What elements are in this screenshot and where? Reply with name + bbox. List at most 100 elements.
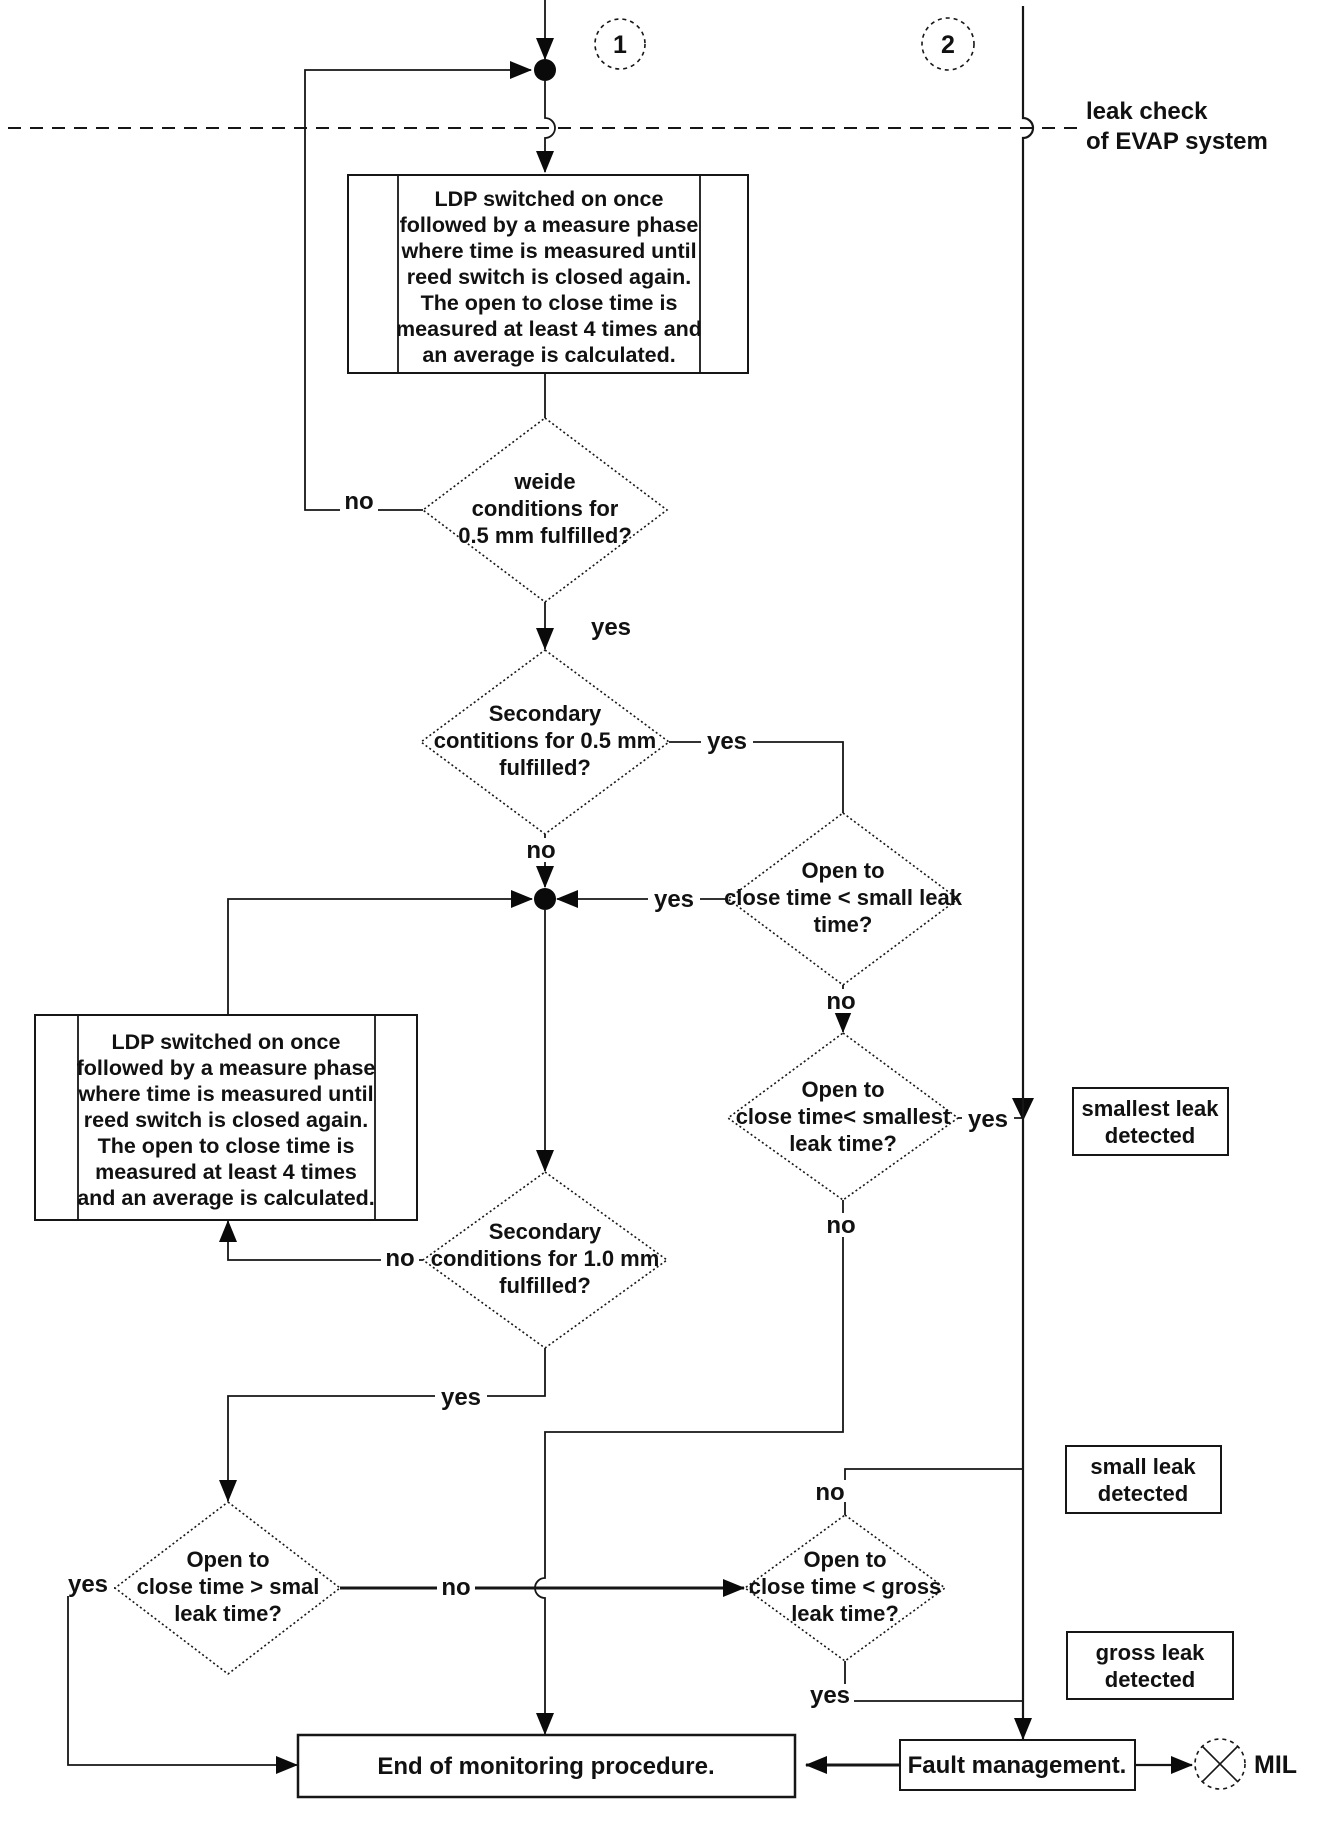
secondary-05-diamond bbox=[419, 649, 671, 835]
smallest-leak-decision: Open to close time< smallest leak time? bbox=[726, 1032, 960, 1201]
edge-label-no-greater-small: no bbox=[437, 1574, 475, 1601]
ldp-measure-box-2: LDP switched on once followed by a measu… bbox=[34, 1014, 418, 1221]
edge-box2-to-junction2 bbox=[227, 890, 533, 1015]
fault-management-text: Fault management. bbox=[908, 1752, 1127, 1779]
edge-label-no-secondary-05: no bbox=[522, 837, 560, 864]
connector-2-circle bbox=[921, 17, 975, 71]
svg-text:yes: yes bbox=[441, 1384, 481, 1411]
secondary-10-text: fulfilled? bbox=[499, 1273, 591, 1298]
secondary-05-text: fulfilled? bbox=[499, 755, 591, 780]
secondary-10-decision: Secondary conditions for 1.0 mm fulfille… bbox=[421, 1171, 669, 1349]
ldp-box-2-text: reed switch is closed again. bbox=[84, 1108, 368, 1132]
edge-label-yes-secondary-05: yes bbox=[701, 728, 753, 755]
end-monitoring-text: End of monitoring procedure. bbox=[377, 1753, 714, 1780]
gross-leak-text: leak time? bbox=[791, 1601, 899, 1626]
ldp-box-1-text: LDP switched on once bbox=[435, 187, 664, 211]
smallest-leak-detected-frame bbox=[1072, 1087, 1229, 1156]
edge-label-yes-gross: yes bbox=[806, 1682, 854, 1709]
end-monitoring-frame bbox=[296, 1733, 797, 1799]
connector-1-label: 1 bbox=[613, 31, 627, 59]
svg-text:no: no bbox=[344, 488, 373, 515]
weide-decision-text: weide bbox=[513, 469, 575, 494]
svg-text:no: no bbox=[815, 1479, 844, 1506]
greater-small-text: Open to bbox=[186, 1547, 269, 1572]
secondary-05-text: contitions for 0.5 mm bbox=[434, 728, 656, 753]
svg-text:yes: yes bbox=[68, 1571, 108, 1598]
ldp-box-1-text: measured at least 4 times and bbox=[396, 317, 702, 341]
ldp-box-1-text: followed by a measure phase bbox=[400, 213, 699, 237]
connector-1: 1 bbox=[594, 18, 646, 70]
weide-decision-text: 0.5 mm fulfilled? bbox=[458, 523, 632, 548]
ldp-box-2-text: The open to close time is bbox=[98, 1134, 355, 1158]
ldp-box-1-text: an average is calculated. bbox=[422, 343, 675, 367]
gross-leak-diamond bbox=[743, 1514, 947, 1662]
gross-leak-detected-text: gross leak bbox=[1096, 1640, 1206, 1665]
greater-small-text: leak time? bbox=[174, 1601, 282, 1626]
ldp-box-1-text: where time is measured until bbox=[400, 239, 696, 263]
ldp-box-2-text: and an average is calculated. bbox=[77, 1186, 375, 1210]
gross-leak-detected-frame bbox=[1066, 1631, 1234, 1700]
edge-labels: no yes yes no yes no yes no bbox=[62, 488, 1014, 1709]
connector-1-circle bbox=[594, 18, 646, 70]
junction-dot-1 bbox=[534, 59, 556, 81]
edge-label-yes-weide: yes bbox=[585, 614, 637, 641]
mil-lamp-cross bbox=[1201, 1745, 1239, 1783]
connector-2: 2 bbox=[921, 17, 975, 71]
mil-label: MIL bbox=[1254, 1751, 1297, 1779]
ldp-box-2-text: where time is measured until bbox=[77, 1082, 373, 1106]
phase-label-line2: of EVAP system bbox=[1086, 128, 1268, 155]
small-leak-detected-text: detected bbox=[1098, 1481, 1188, 1506]
small-leak-diamond bbox=[726, 812, 960, 986]
connector-2-label: 2 bbox=[941, 31, 955, 59]
edge-label-yes-smallest: yes bbox=[962, 1106, 1014, 1133]
secondary-05-text: Secondary bbox=[489, 701, 602, 726]
greater-small-text: close time > smal bbox=[137, 1574, 320, 1599]
junction-dot-2 bbox=[534, 888, 556, 910]
svg-text:yes: yes bbox=[968, 1106, 1008, 1133]
secondary-05-decision: Secondary contitions for 0.5 mm fulfille… bbox=[419, 649, 671, 835]
end-monitoring-box: End of monitoring procedure. bbox=[296, 1733, 797, 1799]
small-leak-text: Open to bbox=[801, 858, 884, 883]
small-leak-text: time? bbox=[814, 912, 873, 937]
phase-separator: leak check of EVAP system bbox=[8, 98, 1268, 155]
edge-label-no-smallest: no bbox=[822, 1212, 860, 1239]
gross-leak-decision: Open to close time < gross leak time? bbox=[743, 1514, 947, 1662]
ldp-measure-box-1: LDP switched on once followed by a measu… bbox=[347, 174, 749, 374]
secondary-10-diamond bbox=[421, 1171, 669, 1349]
greater-small-decision: Open to close time > smal leak time? bbox=[113, 1500, 342, 1676]
edge-no-secondary10 bbox=[219, 1220, 423, 1261]
svg-text:no: no bbox=[826, 1212, 855, 1239]
weide-decision: weide conditions for 0.5 mm fulfilled? bbox=[421, 416, 669, 604]
small-leak-decision: Open to close time < small leak time? bbox=[724, 812, 963, 986]
svg-text:yes: yes bbox=[810, 1682, 850, 1709]
smallest-leak-text: close time< smallest bbox=[736, 1104, 951, 1129]
flow-edges bbox=[67, 0, 1193, 1774]
small-leak-text: close time < small leak bbox=[724, 885, 963, 910]
secondary-10-text: conditions for 1.0 mm bbox=[431, 1246, 660, 1271]
smallest-leak-detected-box: smallest leak detected bbox=[1072, 1087, 1229, 1156]
smallest-leak-detected-text: detected bbox=[1105, 1123, 1195, 1148]
smallest-leak-text: Open to bbox=[801, 1077, 884, 1102]
greater-small-diamond bbox=[113, 1500, 342, 1676]
edge-label-yes-small: yes bbox=[648, 886, 700, 913]
small-leak-detected-box: small leak detected bbox=[1065, 1445, 1222, 1514]
ldp-box-2-frame bbox=[34, 1014, 418, 1221]
edge-label-no-weide: no bbox=[340, 488, 378, 515]
weide-decision-diamond bbox=[421, 416, 669, 604]
mil-indicator: MIL bbox=[1194, 1738, 1297, 1790]
ldp-box-2-text: LDP switched on once bbox=[112, 1030, 341, 1054]
ldp-box-2-text: followed by a measure phase bbox=[77, 1056, 376, 1080]
svg-text:yes: yes bbox=[654, 886, 694, 913]
ldp-box-2-text: measured at least 4 times bbox=[95, 1160, 357, 1184]
smallest-leak-text: leak time? bbox=[789, 1131, 897, 1156]
gross-leak-text: Open to bbox=[803, 1547, 886, 1572]
edge-label-yes-greater-small: yes bbox=[62, 1571, 114, 1598]
ldp-box-1-frame bbox=[347, 174, 749, 374]
edge-label-yes-secondary-10: yes bbox=[435, 1384, 487, 1411]
small-leak-detected-frame bbox=[1065, 1445, 1222, 1514]
smallest-leak-diamond bbox=[726, 1032, 960, 1201]
weide-decision-text: conditions for bbox=[472, 496, 619, 521]
gross-leak-detected-box: gross leak detected bbox=[1066, 1631, 1234, 1700]
gross-leak-text: close time < gross bbox=[749, 1574, 942, 1599]
